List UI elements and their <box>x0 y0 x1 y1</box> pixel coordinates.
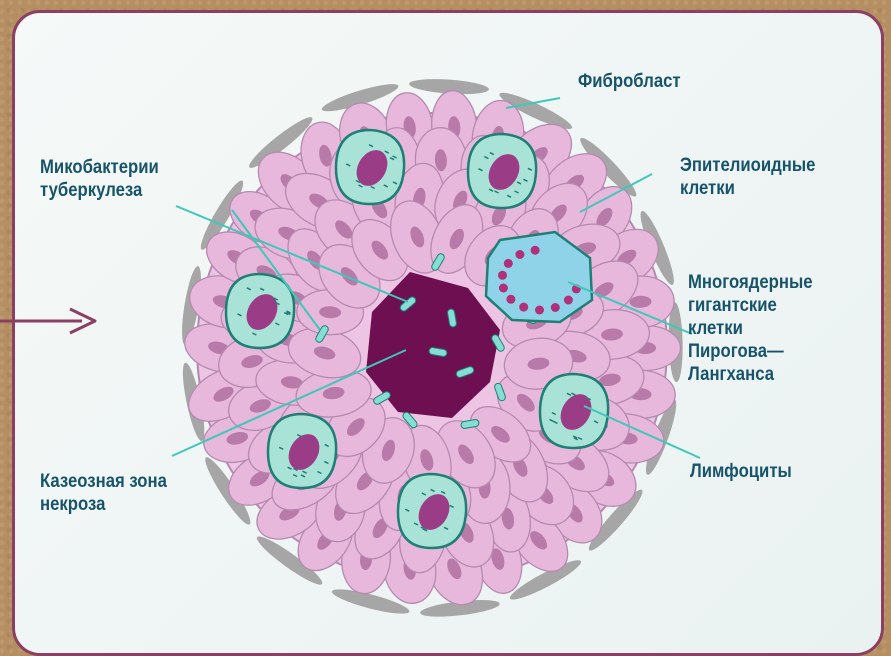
giant-cell-nucleus <box>551 303 560 312</box>
giant-cell-nucleus <box>531 246 540 255</box>
label-giant-cells: Многоядерные гигантские клетки Пирогова—… <box>688 271 813 386</box>
giant-cell-nucleus <box>498 271 507 280</box>
giant-cell-nucleus <box>519 303 528 312</box>
label-fibroblast: Фибробласт <box>578 70 681 93</box>
label-epithelioid-cells: Эпителиоидные клетки <box>680 154 815 200</box>
label-mycobacteria: Микобактерии туберкулеза <box>40 156 159 202</box>
label-caseous-necrosis: Казеозная зона некроза <box>40 470 167 516</box>
giant-cell-nucleus <box>515 250 524 259</box>
giant-cell-nucleus <box>535 306 544 315</box>
giant-cell-nucleus <box>564 296 573 305</box>
label-lymphocytes: Лимфоциты <box>690 460 792 483</box>
giant-cell-nucleus <box>504 259 513 268</box>
giant-cell-nucleus <box>499 284 508 293</box>
giant-cell-nucleus <box>506 295 515 304</box>
